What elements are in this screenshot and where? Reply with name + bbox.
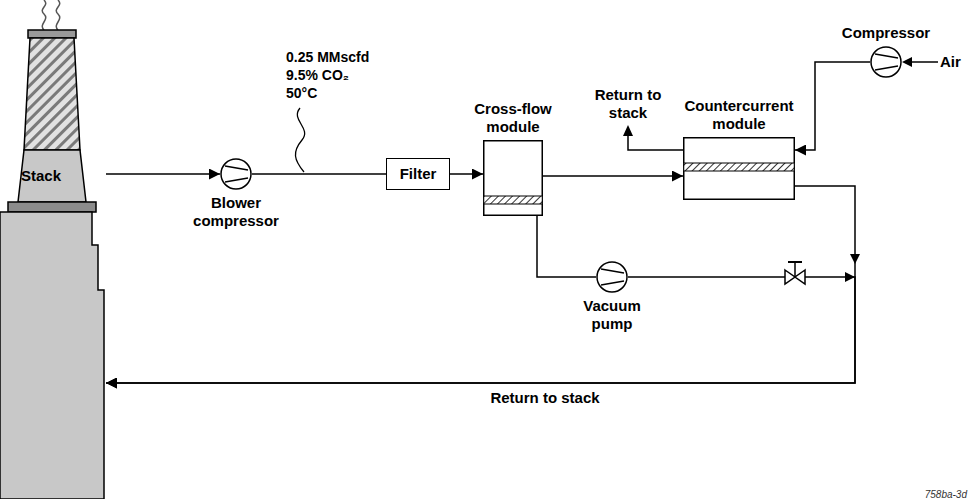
pump-outline [870, 46, 902, 78]
flow-label: Air [940, 53, 961, 71]
label-wrap: 0.25 MMscfd [286, 48, 369, 66]
label-wrap: Air [940, 53, 961, 71]
figure-code: 758ba-3d [925, 488, 967, 499]
pump-outline [596, 261, 628, 293]
label-wrap: 50°C [286, 84, 317, 102]
flow-line [450, 173, 483, 175]
module-box [484, 141, 543, 216]
flow-label: Return to stack [490, 389, 599, 407]
equipment-label: Vacuum pump [570, 297, 654, 333]
flow-line [795, 62, 870, 150]
pump-symbol: Vacuum pump [596, 261, 628, 293]
smoke [56, 0, 59, 30]
module-outline [683, 137, 795, 200]
heading-wrap: Compressor [831, 24, 941, 42]
compressor-symbol: Compressor [870, 46, 902, 78]
pump-circle [871, 47, 901, 77]
leader-line [295, 108, 304, 172]
pump-circle [221, 159, 251, 189]
label-wrap: 9.5% CO₂ [286, 66, 349, 84]
arrow-head [845, 272, 855, 282]
pump-mark [601, 269, 624, 273]
heading-wrap: Countercurrent module [672, 97, 806, 133]
flow-line [252, 173, 386, 175]
flow-line [106, 173, 220, 175]
valve-symbol [795, 270, 805, 284]
arrow-head [902, 57, 912, 67]
label-wrap: Return to stack [480, 389, 610, 407]
flow-label: 0.25 MMscfd [286, 48, 369, 66]
pump-outline [220, 158, 252, 190]
equipment-label: Compressor [842, 24, 930, 42]
pump-mark [225, 178, 248, 182]
valve-symbol [785, 270, 795, 284]
pump-mark [875, 54, 898, 58]
arrow-head [623, 125, 633, 136]
stack-label: Stack [21, 167, 61, 185]
label-wrap: 758ba-3d [895, 484, 967, 499]
flow-label: 9.5% CO₂ [286, 66, 349, 84]
box-label: Filter [400, 165, 437, 183]
stack-cap [28, 30, 76, 38]
equipment-label: Blower compressor [184, 194, 288, 230]
membrane-module: Countercurrent module [683, 137, 795, 200]
stack-middle [18, 150, 86, 202]
module-box [684, 138, 795, 200]
pump-mark [225, 166, 248, 170]
pump-mark [601, 281, 624, 285]
flow-line [537, 216, 596, 277]
pump-mark [875, 66, 898, 70]
module-outline [483, 140, 543, 216]
blower-symbol: Blower compressor [220, 158, 252, 190]
valve-handle [788, 261, 802, 263]
membrane-module: Cross-flow module [483, 140, 543, 216]
membrane-band [684, 163, 795, 171]
label-wrap: Return to stack [593, 86, 663, 122]
arrow-head [850, 254, 860, 264]
heading-wrap: Vacuum pump [570, 297, 654, 333]
stack-upper [24, 38, 80, 150]
flow-label: 50°C [286, 84, 317, 102]
heading-wrap: Cross-flow module [465, 100, 561, 136]
pump-circle [597, 262, 627, 292]
heading-wrap: Blower compressor [184, 194, 288, 230]
return-line [628, 134, 683, 150]
stack-base [0, 212, 104, 499]
equipment-label: Cross-flow module [465, 100, 561, 136]
filter-box: Filter [386, 158, 450, 190]
membrane-band [484, 196, 543, 204]
flow-line [106, 186, 855, 383]
equipment-label: Countercurrent module [672, 97, 806, 133]
smoke [42, 0, 45, 30]
stack: Stack [0, 150, 106, 499]
stack-ledge [8, 202, 96, 212]
air-line [910, 61, 938, 63]
flow-line [543, 175, 683, 177]
flow-label: Return to stack [593, 86, 663, 122]
flow-line [106, 277, 855, 383]
valve-stem [794, 262, 796, 277]
